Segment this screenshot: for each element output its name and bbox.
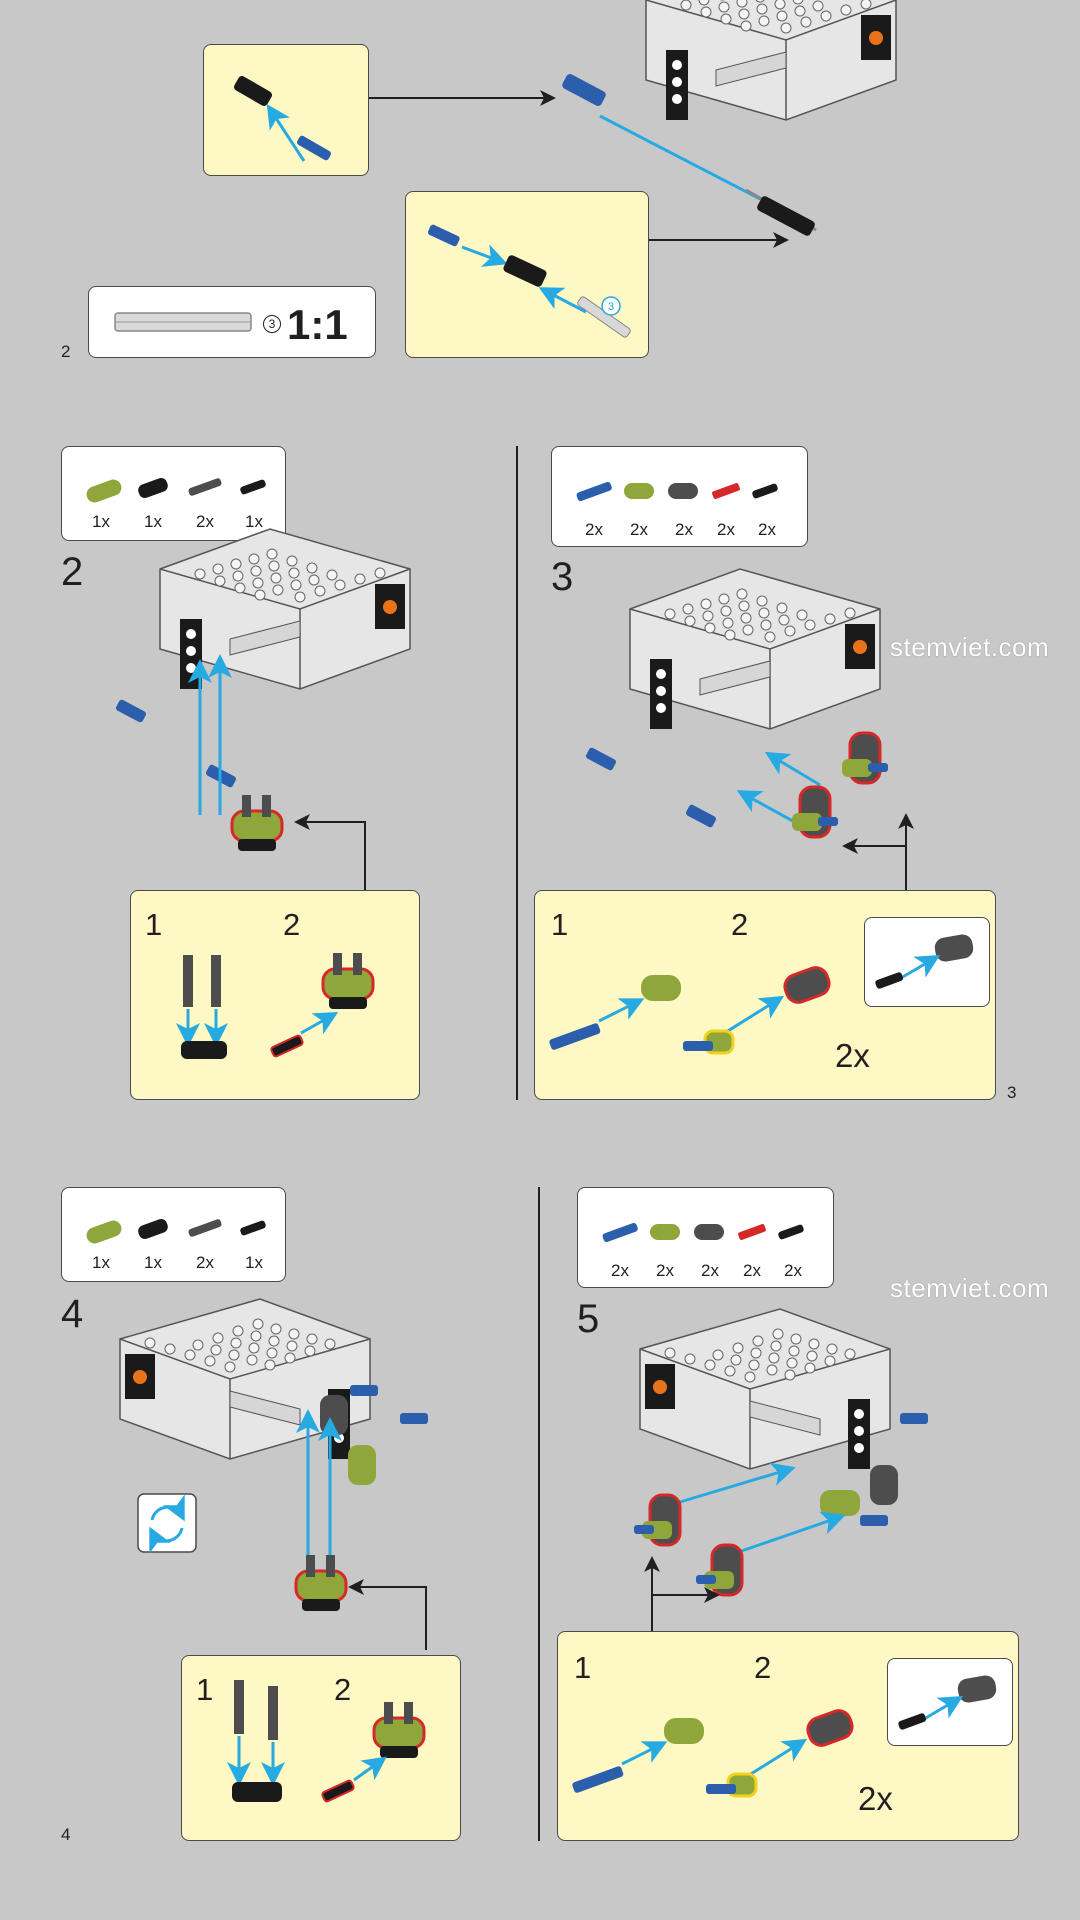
dark-axle-pin-icon (188, 478, 222, 496)
black-pin-icon (240, 479, 266, 495)
step4-hub-assembly (119, 1298, 428, 1613)
step5-part-icons (602, 1222, 804, 1243)
step2-qty-1: 1x (92, 512, 110, 531)
step4-callout: 1 2 (181, 1655, 461, 1841)
step2-hub-assembly (115, 528, 411, 853)
step5-qty-4: 2x (743, 1261, 761, 1280)
step4-qty-1: 1x (92, 1253, 110, 1272)
step3-qty-4: 2x (717, 520, 735, 539)
divider-top (516, 446, 518, 1100)
step2-number: 2 (61, 550, 84, 594)
step4-parts-list: 1x 1x 2x 1x (61, 1187, 286, 1282)
divider-bottom (538, 1187, 540, 1841)
black-connector-icon (138, 477, 168, 499)
step3-sub-callout (864, 917, 990, 1007)
lime-beam-icon (624, 483, 654, 499)
page-number-4: 4 (61, 1825, 71, 1844)
top-callout-right: 3 (405, 191, 649, 358)
step3-part-icons (576, 481, 778, 502)
blue-pin-icon (576, 481, 612, 502)
dark-axle-pin-icon (188, 1219, 222, 1237)
step4-qty-2: 1x (144, 1253, 162, 1272)
step4-callout-diagram (227, 1680, 426, 1803)
step3-qty-5: 2x (758, 520, 776, 539)
step3-parts-list: 2x 2x 2x 2x 2x (551, 446, 808, 547)
step4-qty-4: 1x (245, 1253, 263, 1272)
step5-callout-arrow (644, 1556, 720, 1633)
step2-qty-3: 2x (196, 512, 214, 531)
step3-callout-arrow (842, 813, 914, 890)
step5-qty-5: 2x (784, 1261, 802, 1280)
step3-qty-2: 2x (630, 520, 648, 539)
step5-callout: 1 2 2x (557, 1631, 1019, 1841)
step3-callout: 1 2 2x (534, 890, 996, 1100)
step5-qty-1: 2x (611, 1261, 629, 1280)
axle-length-badge: 3 (263, 315, 281, 333)
scale-ratio: 1:1 (287, 301, 348, 348)
step5-multiplier: 2x (858, 1780, 893, 1817)
rotate-model-button[interactable] (137, 1493, 218, 1574)
step4-callout-arrow (348, 1579, 427, 1650)
top-arrow-1 (369, 90, 556, 106)
step3-qty-3: 2x (675, 520, 693, 539)
step5-substep-2: 2 (754, 1650, 772, 1685)
axle-length-text: 3 (268, 317, 276, 331)
top-hub-assembly (562, 0, 897, 236)
top-arrow-2 (649, 232, 789, 248)
step5-qty-2: 2x (656, 1261, 674, 1280)
black-connector-icon (138, 1218, 168, 1240)
step5-hub-assembly (634, 1308, 928, 1597)
lime-beam-3-icon (86, 1220, 122, 1244)
step3-number: 3 (551, 555, 574, 599)
step4-substep-2: 2 (334, 1672, 352, 1707)
red-axle-icon (738, 1224, 766, 1240)
step4-substep-1: 1 (196, 1672, 214, 1707)
black-pin-icon (752, 483, 778, 499)
axle-3-icon (114, 312, 252, 332)
step5-number: 5 (577, 1297, 600, 1341)
dark-gray-beam-icon (694, 1224, 724, 1240)
step5-parts-list: 2x 2x 2x 2x 2x (577, 1187, 834, 1288)
page-number-3: 3 (1007, 1083, 1017, 1102)
step2-callout: 1 2 (130, 890, 420, 1100)
step2-callout-diagram (176, 951, 375, 1059)
step2-qty-4: 1x (245, 512, 263, 531)
watermark-2: stemviet.com (890, 1273, 1050, 1303)
step3-substep-1: 1 (551, 907, 569, 942)
step5-callout-diagram (572, 1709, 854, 1798)
dark-gray-beam-icon (668, 483, 698, 499)
step2-substep-2: 2 (283, 907, 301, 942)
step3-sub-callout-diagram (875, 934, 974, 989)
lime-beam-icon (650, 1224, 680, 1240)
step5-qty-3: 2x (701, 1261, 719, 1280)
black-pin-icon (240, 1220, 266, 1236)
step5-substep-1: 1 (574, 1650, 592, 1685)
red-axle-icon (712, 483, 740, 499)
lime-beam-3-icon (86, 479, 122, 503)
pin-length-badge: 3 (608, 301, 614, 313)
axle-scale-box: 3 1:1 (88, 286, 376, 358)
watermark-1: stemviet.com (890, 632, 1050, 662)
axle-pin-into-connector-diagram (234, 76, 331, 162)
step3-hub-assembly (585, 568, 888, 839)
step5-sub-callout-diagram (898, 1675, 997, 1730)
step4-number: 4 (61, 1292, 84, 1336)
step5-sub-callout (887, 1658, 1013, 1746)
step4-qty-3: 2x (196, 1253, 214, 1272)
top-callout-left (203, 44, 369, 176)
step2-qty-2: 1x (144, 512, 162, 531)
step2-callout-arrow (294, 814, 366, 890)
step3-qty-1: 2x (585, 520, 603, 539)
step2-part-icons (86, 477, 266, 503)
step4-part-icons (86, 1218, 266, 1244)
step3-multiplier: 2x (835, 1037, 870, 1074)
step3-callout-diagram (549, 966, 831, 1055)
black-pin-icon (778, 1224, 804, 1240)
step3-substep-2: 2 (731, 907, 749, 942)
step2-substep-1: 1 (145, 907, 163, 942)
page-number-2: 2 (61, 342, 71, 361)
blue-pin-icon (602, 1222, 638, 1243)
pin-connector-axle-diagram: 3 (427, 224, 631, 338)
step2-parts-list: 1x 1x 2x 1x (61, 446, 286, 541)
